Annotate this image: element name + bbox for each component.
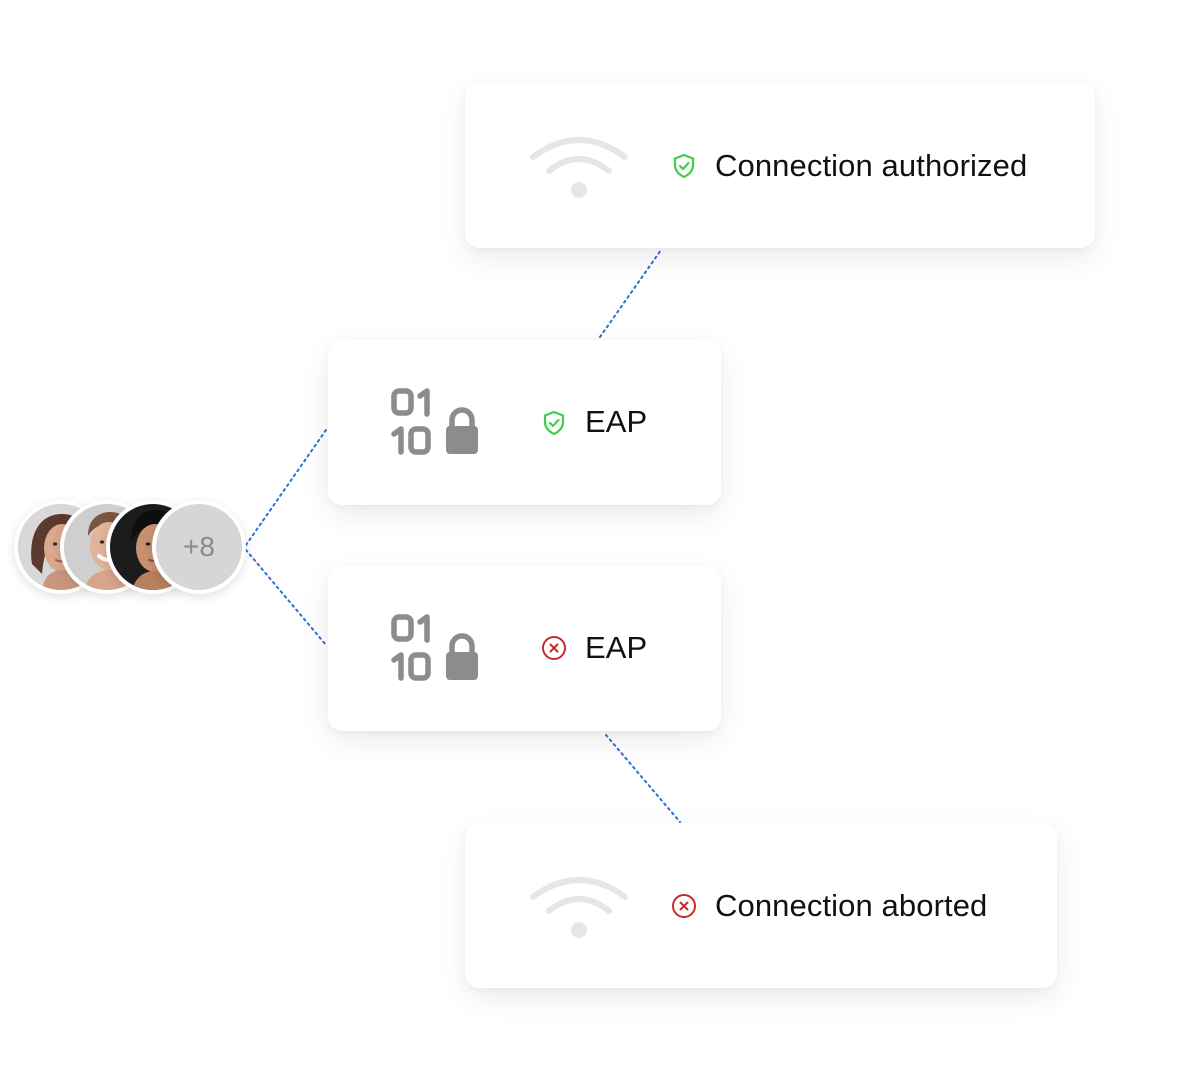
x-circle-icon bbox=[540, 634, 568, 662]
connector-eap-failure-to-aborted bbox=[605, 734, 681, 823]
connection-authorized-label: Connection authorized bbox=[715, 148, 1028, 183]
eap-failure-card: EAP bbox=[328, 566, 721, 731]
connector-users-to-eap-failure bbox=[245, 549, 327, 646]
x-circle-icon bbox=[670, 892, 698, 920]
binary-lock-icon bbox=[391, 614, 478, 681]
connector-users-to-eap-success bbox=[245, 429, 327, 546]
connection-aborted-card: Connection aborted bbox=[465, 823, 1057, 988]
binary-lock-icon bbox=[391, 388, 478, 455]
more-users-count: +8 bbox=[183, 531, 215, 562]
wifi-icon bbox=[530, 137, 628, 198]
connection-authorized-card: Connection authorized bbox=[465, 83, 1095, 248]
shield-check-icon bbox=[670, 152, 698, 180]
shield-check-icon bbox=[540, 409, 568, 437]
connector-eap-success-to-authorized bbox=[599, 249, 662, 338]
connection-aborted-label: Connection aborted bbox=[715, 888, 988, 923]
wifi-icon bbox=[530, 877, 628, 938]
eap-success-label: EAP bbox=[585, 404, 648, 439]
eap-failure-label: EAP bbox=[585, 630, 648, 665]
eap-success-card: EAP bbox=[328, 340, 721, 505]
user-avatar-group: +8 bbox=[14, 500, 254, 594]
more-users-badge[interactable]: +8 bbox=[152, 500, 246, 594]
